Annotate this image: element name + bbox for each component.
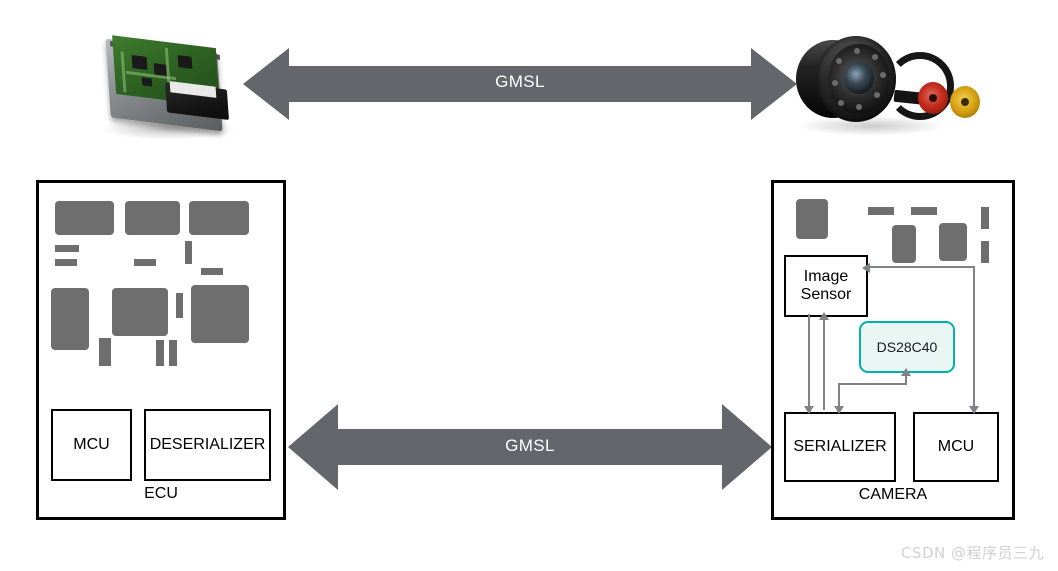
camera-ir-led [832,80,838,86]
camera-serializer-label: SERIALIZER [793,438,887,456]
wire-ds28c40-up [905,373,907,385]
pcb-chip [112,288,168,336]
pcb-pad [55,259,77,266]
arrow-shaft [336,429,724,465]
pcb-pad [868,207,894,215]
rca-connector-yellow [950,86,980,118]
camera-module-photo [790,30,990,142]
ecu-module-photo [92,26,244,144]
camera-ir-led [880,72,886,78]
ecu-mcu-label: MCU [73,436,110,454]
arrow-head-up-icon [819,312,829,320]
arrow-head-down-icon [804,406,814,414]
pcb-pad [981,207,989,229]
ecu-chip [141,77,153,87]
camera-ir-led [872,54,878,60]
arrow-shaft [287,66,753,102]
wire-mcu-vertical [973,266,975,410]
ecu-mcu-unit[interactable]: MCU [51,409,132,481]
arrow-head-left-icon [243,48,289,120]
ecu-block: MCU DESERIALIZER ECU [36,180,286,520]
wire-ds28c40-drop [838,383,840,409]
wire-sensor-to-serializer [808,314,810,408]
ecu-chip [177,55,193,69]
arrow-head-left-icon [862,263,870,273]
pcb-pad [99,338,111,366]
pcb-pad [892,225,916,263]
camera-photo-shadow [796,116,946,136]
rca-pin [929,94,937,102]
pcb-pad [169,340,177,366]
wire-ds28c40-horizontal [838,383,906,385]
wire-mcu-to-sensor [870,266,975,268]
gmsl-link-top: GMSL [243,48,797,120]
gmsl-label-bottom: GMSL [505,436,555,455]
pcb-pad [981,241,989,263]
pcb-pad [176,293,183,318]
arrow-head-right-icon [751,48,797,120]
pcb-pad [796,199,828,239]
pcb-pad [134,259,156,266]
image-sensor-label-line1: Image [803,268,849,286]
watermark: CSDN @程序员三九 [900,544,1044,562]
image-sensor-label-line2: Sensor [800,286,852,303]
ecu-deserializer-label: DESERIALIZER [149,436,266,454]
ecu-deserializer-unit[interactable]: DESERIALIZER [144,409,271,481]
arrow-head-down-icon [969,406,979,414]
camera-lens [844,62,874,94]
pcb-pad [939,223,967,261]
pcb-chip [191,285,249,343]
camera-ir-led [838,100,844,106]
pcb-pad [189,201,249,235]
pcb-chip [51,288,89,350]
camera-ir-led [856,104,862,110]
ecu-chip [131,54,148,71]
pcb-pad [201,268,223,275]
pcb-pad [55,201,114,235]
arrow-head-down-icon [834,406,844,414]
camera-ir-led [854,48,860,54]
pcb-pad [125,201,180,235]
camera-caption: CAMERA [858,486,928,503]
camera-image-sensor-unit[interactable]: Image Sensor [784,255,868,317]
camera-mcu-label: MCU [937,438,975,456]
ds28c40-unit[interactable]: DS28C40 [859,321,955,373]
pcb-pad [55,245,79,252]
ds28c40-label: DS28C40 [876,339,938,355]
rca-pin [961,98,969,106]
pcb-pad [185,241,192,264]
camera-ir-led [836,58,842,64]
camera-serializer-unit[interactable]: SERIALIZER [784,412,896,482]
pcb-pad [156,340,164,366]
gmsl-label-top: GMSL [495,72,545,91]
arrow-head-left-icon [288,404,338,490]
arrow-head-right-icon [722,404,772,490]
pcb-pad [911,207,937,215]
arrow-head-up-icon [901,368,911,376]
camera-ir-led [874,92,880,98]
wire-serializer-to-sensor [823,318,825,410]
rca-connector-red [918,82,948,114]
gmsl-link-bottom: GMSL [288,404,772,490]
camera-bracket [886,52,954,120]
ecu-caption: ECU [144,485,178,502]
camera-mcu-unit[interactable]: MCU [913,412,999,482]
